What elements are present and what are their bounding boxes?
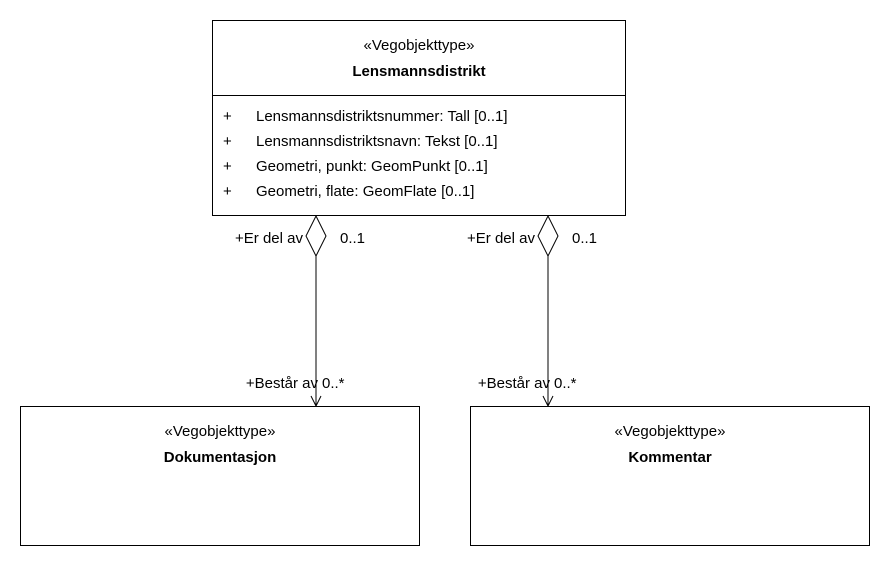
- class-name: Dokumentasjon: [163, 449, 277, 466]
- source-multiplicity-label: 0..1: [572, 230, 598, 247]
- attribute-row: + Geometri, punkt: GeomPunkt [0..1]: [213, 154, 625, 179]
- attribute-text: Lensmannsdistriktsnummer: Tall [0..1]: [256, 108, 508, 125]
- association-dokumentasjon[interactable]: [305, 214, 327, 408]
- attribute-visibility: +: [223, 183, 232, 200]
- target-multiplicity-label: 0..*: [554, 375, 577, 392]
- class-name: Kommentar: [628, 449, 712, 466]
- attribute-text: Geometri, punkt: GeomPunkt [0..1]: [256, 158, 488, 175]
- class-divider: [213, 95, 625, 96]
- attribute-visibility: +: [223, 133, 232, 150]
- target-role-label: +Består av: [477, 375, 550, 392]
- attribute-visibility: +: [223, 158, 232, 175]
- class-dokumentasjon[interactable]: «Vegobjekttype» Dokumentasjon: [20, 406, 420, 546]
- aggregation-diamond-icon: [537, 214, 559, 258]
- source-multiplicity-label: 0..1: [340, 230, 366, 247]
- attribute-row: + Lensmannsdistriktsnavn: Tekst [0..1]: [213, 129, 625, 154]
- aggregation-diamond-icon: [305, 214, 327, 258]
- target-multiplicity-label: 0..*: [322, 375, 345, 392]
- target-role-label: +Består av: [245, 375, 318, 392]
- association-kommentar[interactable]: [537, 214, 559, 408]
- attribute-text: Geometri, flate: GeomFlate [0..1]: [256, 183, 475, 200]
- class-stereotype: «Vegobjekttype»: [614, 423, 726, 440]
- class-kommentar[interactable]: «Vegobjekttype» Kommentar: [470, 406, 870, 546]
- attribute-visibility: +: [223, 108, 232, 125]
- class-stereotype: «Vegobjekttype»: [363, 37, 475, 54]
- attribute-text: Lensmannsdistriktsnavn: Tekst [0..1]: [256, 133, 498, 150]
- class-lensmannsdistrikt[interactable]: «Vegobjekttype» Lensmannsdistrikt + Lens…: [212, 20, 626, 216]
- class-name: Lensmannsdistrikt: [352, 63, 486, 80]
- attribute-row: + Lensmannsdistriktsnummer: Tall [0..1]: [213, 104, 625, 129]
- attribute-row: + Geometri, flate: GeomFlate [0..1]: [213, 179, 625, 204]
- source-role-label: +Er del av: [467, 230, 535, 247]
- class-stereotype: «Vegobjekttype»: [164, 423, 276, 440]
- source-role-label: +Er del av: [235, 230, 303, 247]
